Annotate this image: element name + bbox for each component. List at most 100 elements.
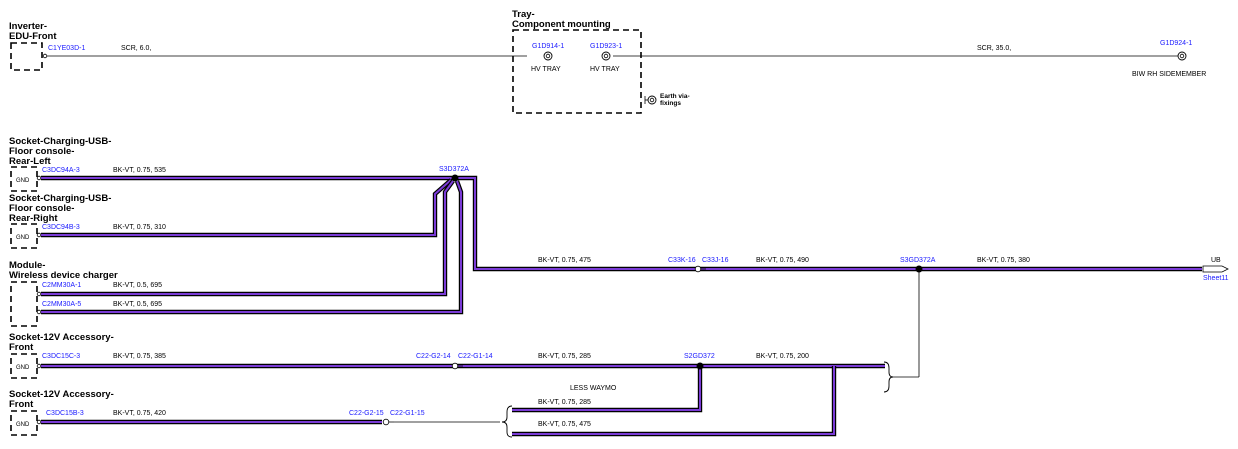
wireless-charger-component: Module- Wireless device charger C2MM30A-… [9,260,118,327]
usb-left-title-line1: Socket-Charging-USB- [9,136,111,147]
usb-right-title-line3: Rear-Right [9,213,58,224]
connector-c22g2-14: C22-G2-14 [416,353,451,360]
acc1-title-line1: Socket-12V Accessory- [9,332,114,343]
splice-label-s3gd372a: S3GD372A [900,257,936,264]
accessory-socket-2-component: Socket-12V Accessory- Front GND C3DC15B-… [9,389,114,436]
brace-left [501,405,513,438]
inverter-title-line1: Inverter- [9,21,47,32]
gnd-label: GND [16,422,30,428]
connector-c3dc15c: C3DC15C-3 [42,353,80,360]
connector-c2mm30a1: C2MM30A-1 [42,282,81,289]
usb-right-title-line2: Floor console- [9,203,74,214]
sheet-reference-link[interactable]: Sheet11 [1203,275,1229,282]
usb-left-box [10,166,38,192]
connector-c22g2-15: C22-G2-15 [349,410,384,417]
splice-label-s2gd372: S2GD372 [684,353,715,360]
connector-c22g1-15: C22-G1-15 [390,410,425,417]
wire-usb-right [41,178,453,238]
connector-c3dc94b: C3DC94B-3 [42,224,80,231]
wire-label-310: BK-VT, 0.75, 310 [113,224,166,231]
less-waymo-label: LESS WAYMO [570,385,617,392]
connector-g1d923: G1D923-1 [590,43,622,50]
wire-label-695-b: BK-VT, 0.5, 695 [113,301,162,308]
wire-label-475-b: BK-VT, 0.75, 475 [538,421,591,428]
usb-right-title-line1: Socket-Charging-USB- [9,193,111,204]
acc1-title-line2: Front [9,342,34,353]
wire-label-475-a: BK-VT, 0.75, 475 [538,257,591,264]
ub-label: UB [1211,257,1221,264]
gnd-label: GND [16,365,30,371]
connector-c3dc15b: C3DC15B-3 [46,410,84,417]
acc1-box [10,353,38,379]
wire-label-scr6: SCR, 6.0, [121,45,151,52]
usb-right-box [10,223,38,249]
inverter-box [10,42,43,71]
wire-label-420: BK-VT, 0.75, 420 [113,410,166,417]
connector-c3dc94a: C3DC94A-3 [42,167,80,174]
connector-g1d914: G1D914-1 [532,43,564,50]
connector-c33k: C33K-16 [668,257,696,264]
connector-c33j: C33J-16 [702,257,729,264]
terminal-dot [36,232,42,238]
accessory-socket-1-component: Socket-12V Accessory- Front GND C3DC15C-… [9,332,114,379]
inverter-component: Inverter- EDU-Front C1YE03D-1 [9,21,85,71]
terminal-dot [36,309,42,315]
tray-title-line1: Tray- [512,9,535,20]
wireless-title-line1: Module- [9,260,45,271]
connector-c22g1-14: C22-G1-14 [458,353,493,360]
gnd-label: GND [16,235,30,241]
hv-tray-label-1: HV TRAY [531,66,561,73]
wireless-box [10,281,38,327]
earth-label-line1: Earth via- [660,93,690,100]
wire-s2gd-branch-285 [512,366,703,413]
splice-node-s3d372a [451,174,459,182]
earth-label-line2: fixings [660,100,681,107]
terminal-dot [36,175,42,181]
wire-label-380: BK-VT, 0.75, 380 [977,257,1030,264]
ground-wire-harness [41,175,1202,437]
sheet-arrow-icon [1202,265,1229,273]
connector-c2mm30a5: C2MM30A-5 [42,301,81,308]
splice-label-s3d372a: S3D372A [439,166,469,173]
usb-right-component: Socket-Charging-USB- Floor console- Rear… [9,193,111,249]
usb-left-title-line3: Rear-Left [9,156,52,167]
inline-connector-icon [694,265,706,273]
ring-terminal-icon [543,51,553,61]
inverter-terminal [42,53,48,59]
biw-ring-terminal-icon [1177,51,1187,61]
acc2-title-line2: Front [9,399,34,410]
terminal-dot [36,419,42,425]
acc2-title-line1: Socket-12V Accessory- [9,389,114,400]
tray-component: Tray- Component mounting G1D914-1 G1D923… [512,9,690,114]
wire-label-scr35: SCR, 35.0, [977,45,1011,52]
acc2-box [10,410,38,436]
wire-label-285-a: BK-VT, 0.75, 285 [538,353,591,360]
tray-box [512,29,642,114]
biw-label: BIW RH SIDEMEMBER [1132,71,1206,78]
wire-s2gd-branch-475 [512,366,837,437]
wire-label-200: BK-VT, 0.75, 200 [756,353,809,360]
wire-wireless-2 [41,180,464,315]
wire-label-285-b: BK-VT, 0.75, 285 [538,399,591,406]
wire-label-385: BK-VT, 0.75, 385 [113,353,166,360]
wire-splice-to-ub [455,175,1202,272]
usb-left-title-line2: Floor console- [9,146,74,157]
hv-tray-label-2: HV TRAY [590,66,620,73]
connector-c1ye03d: C1YE03D-1 [48,45,85,52]
inline-connector-icon [451,362,463,370]
wire-label-695-a: BK-VT, 0.5, 695 [113,282,162,289]
ring-terminal-icon [601,51,611,61]
wireless-title-line2: Wireless device charger [9,270,118,281]
splice-node-s2gd372 [696,362,704,370]
inverter-title-line2: EDU-Front [9,31,57,42]
earth-ring-terminal-icon [644,95,657,105]
brace-right [883,361,894,393]
wire-label-535: BK-VT, 0.75, 535 [113,167,166,174]
inline-connector-icon [382,418,394,426]
tray-title-line2: Component mounting [512,19,611,30]
terminal-dot [36,363,42,369]
terminal-dot [36,291,42,297]
wire-label-490: BK-VT, 0.75, 490 [756,257,809,264]
usb-left-component: Socket-Charging-USB- Floor console- Rear… [9,136,111,192]
